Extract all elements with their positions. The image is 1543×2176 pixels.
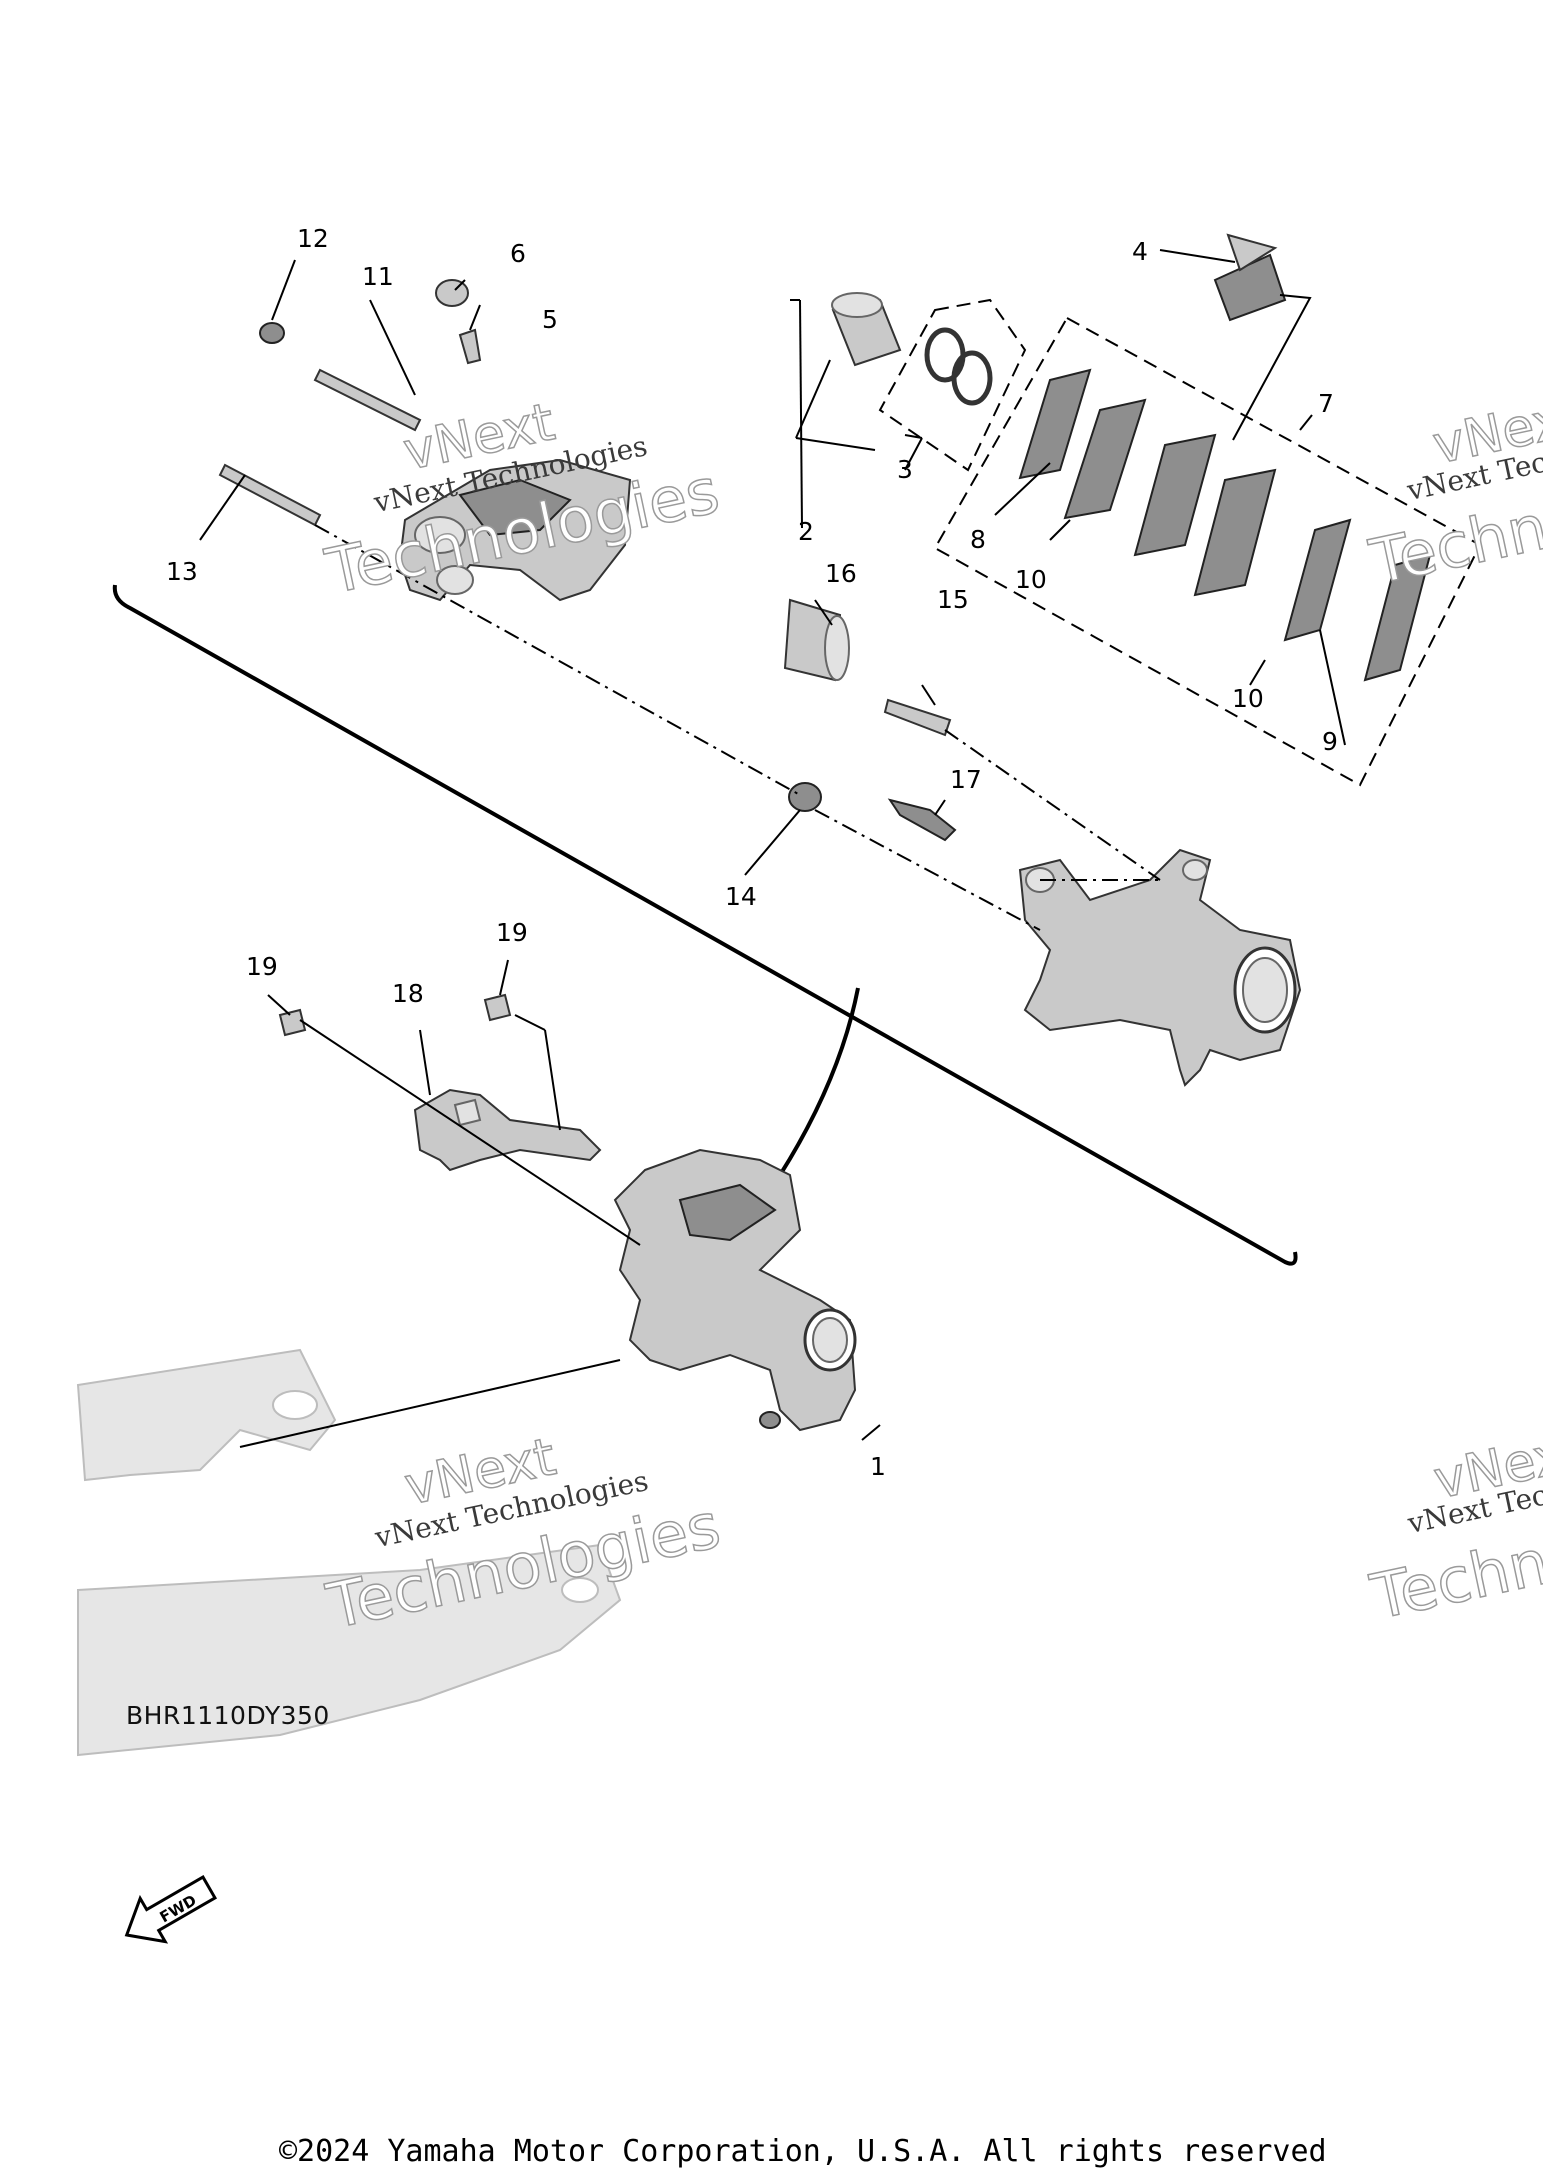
seal-rings-part-3 <box>924 327 993 406</box>
fwd-arrow-icon: FWD <box>124 1875 218 1944</box>
callout-5: 5 <box>542 305 558 334</box>
pad-kit-dash-box <box>933 316 1482 787</box>
callout-7: 7 <box>1318 389 1334 418</box>
callout-1: 1 <box>870 1452 886 1481</box>
callout-19a: 19 <box>246 952 278 981</box>
bolt-part-5 <box>458 328 482 365</box>
seal-kit-dash-box <box>878 298 1027 472</box>
callout-6: 6 <box>510 239 526 268</box>
callout-2: 2 <box>798 517 814 546</box>
callout-3: 3 <box>897 455 913 484</box>
caliper-body-top <box>398 458 632 602</box>
caliper-bracket-right <box>1018 848 1302 1087</box>
bolt-part-19b <box>483 993 512 1022</box>
callout-10b: 10 <box>1232 684 1264 713</box>
cap-part-12 <box>259 322 285 344</box>
spring-part-17 <box>887 798 957 842</box>
callout-17: 17 <box>950 765 982 794</box>
callout-14: 14 <box>725 882 757 911</box>
callout-4: 4 <box>1132 237 1148 266</box>
callout-10a: 10 <box>1015 565 1047 594</box>
pin-part-13 <box>218 463 322 527</box>
sleeve-part-16 <box>783 598 850 682</box>
assembly-bracket-line <box>112 584 1298 1266</box>
brake-pads <box>1018 368 1432 682</box>
copyright-notice: ©2024 Yamaha Motor Corporation, U.S.A. A… <box>279 2134 1327 2169</box>
callout-11: 11 <box>362 262 394 291</box>
callout-12: 12 <box>297 224 329 253</box>
leader-lines <box>199 249 1346 1448</box>
callout-18: 18 <box>392 979 424 1008</box>
callout-16: 16 <box>825 559 857 588</box>
pin-part-11 <box>313 368 422 432</box>
callout-13: 13 <box>166 557 198 586</box>
callout-9: 9 <box>1322 727 1338 756</box>
callout-8: 8 <box>970 525 986 554</box>
callout-15: 15 <box>937 585 969 614</box>
watermark-bottom-right: vNext vNext Technologies Technologies <box>1364 1420 1543 1634</box>
grommet-part-14 <box>788 782 822 812</box>
pad-clip-part-4 <box>1213 233 1287 322</box>
watermark-top-right: vNext vNext Technologies Technologies <box>1363 385 1543 599</box>
piston-part-2 <box>831 292 902 367</box>
caliper-assembly-center <box>613 1148 857 1432</box>
swingarm-drawing <box>76 1348 622 1757</box>
callout-19b: 19 <box>496 918 528 947</box>
bolt-part-19a <box>278 1008 307 1037</box>
bleeder-part-6 <box>435 279 469 307</box>
diagram-code: BHR1110DY350 <box>126 1701 330 1730</box>
bracket-connector <box>778 987 860 1177</box>
bracket-part-18 <box>413 1088 602 1172</box>
pin-part-15 <box>883 698 952 737</box>
